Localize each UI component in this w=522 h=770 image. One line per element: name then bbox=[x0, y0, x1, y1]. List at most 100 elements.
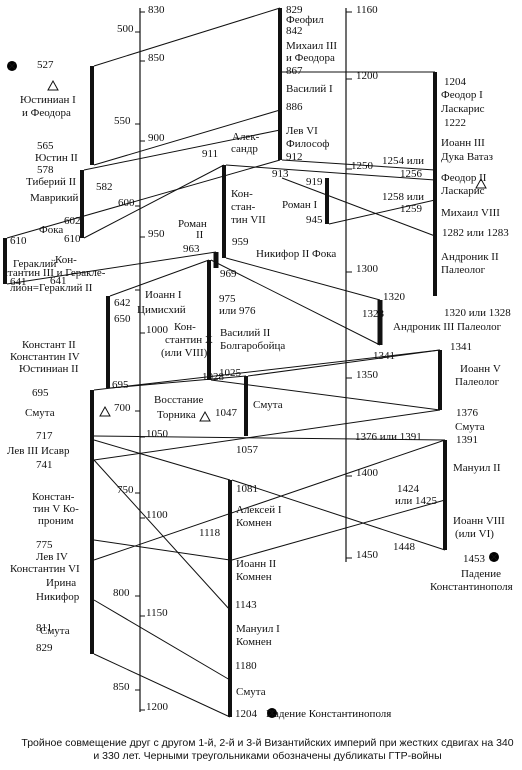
year-label: 919 bbox=[306, 176, 323, 188]
ruler-label: Торника bbox=[157, 409, 196, 421]
ruler-label: Иоанн III bbox=[441, 137, 485, 149]
ruler-label: Тиберий II bbox=[26, 176, 76, 188]
ruler-label: Комнен bbox=[236, 517, 272, 529]
ruler-label: Падение Константинополя bbox=[266, 708, 391, 720]
ruler-label: (или VI) bbox=[455, 528, 494, 540]
year-label: 1391 bbox=[456, 434, 478, 446]
ruler-label: или 976 bbox=[219, 305, 256, 317]
ruler-label: Алексей I bbox=[236, 504, 282, 516]
year-label: или 1425 bbox=[395, 495, 438, 507]
ruler-label: Михаил VIII bbox=[441, 207, 500, 219]
year-label: 775 bbox=[36, 539, 53, 551]
year-label: 527 bbox=[37, 59, 54, 71]
ruler-label: Андроник III Палеолог bbox=[393, 321, 502, 333]
ruler-label: Андроник II bbox=[441, 251, 499, 263]
war-duplicate-markers bbox=[7, 61, 499, 718]
ruler-label: Василий II bbox=[220, 327, 271, 339]
ruler-label: Иоанн V bbox=[460, 363, 501, 375]
year-label: 867 bbox=[286, 65, 303, 77]
year-label: 959 bbox=[232, 236, 249, 248]
year-label: 1258 или bbox=[382, 191, 424, 203]
year-label: 1450 bbox=[356, 549, 379, 561]
year-label: 829 bbox=[36, 642, 53, 654]
ruler-label: Юстиниан II bbox=[19, 363, 79, 375]
year-label: 911 bbox=[202, 148, 218, 160]
ruler-label: Смута bbox=[236, 686, 266, 698]
ruler-label: Комнен bbox=[236, 636, 272, 648]
ruler-label: Константинополя bbox=[430, 581, 513, 593]
ruler-label: лион=Гераклий II bbox=[10, 282, 93, 294]
reign-bars bbox=[3, 8, 447, 717]
ruler-label: Юстин II bbox=[35, 152, 78, 164]
year-label: 975 bbox=[219, 293, 236, 305]
fall-marker-icon bbox=[7, 61, 17, 71]
year-label: 1150 bbox=[146, 607, 168, 619]
year-label: 950 bbox=[148, 228, 165, 240]
ruler-label: и Феодора bbox=[22, 107, 71, 119]
year-label: 750 bbox=[117, 484, 134, 496]
year-label: 741 bbox=[36, 459, 53, 471]
year-label: 850 bbox=[148, 52, 165, 64]
year-label: 830 bbox=[148, 4, 165, 16]
ruler-label: Иоанн II bbox=[236, 558, 277, 570]
ruler-label: Лев III Исавр bbox=[7, 445, 70, 457]
triangle-icon bbox=[199, 410, 211, 422]
year-label: 565 bbox=[37, 140, 54, 152]
ruler-label: проним bbox=[38, 515, 74, 527]
ruler-label: стантин X bbox=[165, 334, 213, 346]
year-label: 1254 или bbox=[382, 155, 424, 167]
ruler-label: Падение bbox=[461, 568, 501, 580]
ruler-label: Юстиниан I bbox=[20, 94, 76, 106]
year-label: 842 bbox=[286, 25, 303, 37]
year-label: 1047 bbox=[215, 407, 238, 419]
ruler-label: Маврикий bbox=[30, 192, 78, 204]
ruler-label: Констант II bbox=[22, 339, 76, 351]
ruler-label: Никифор bbox=[36, 591, 80, 603]
year-label: 850 bbox=[113, 681, 130, 693]
year-label: 1143 bbox=[235, 599, 257, 611]
ruler-label: Смута bbox=[253, 399, 283, 411]
ruler-label: Ласкарис bbox=[441, 103, 485, 115]
year-label: 1328 bbox=[362, 308, 385, 320]
year-label: 912 bbox=[286, 151, 303, 163]
year-label: 500 bbox=[117, 23, 134, 35]
year-label: 1300 bbox=[356, 263, 379, 275]
ruler-label: Михаил III bbox=[286, 40, 337, 52]
fall-marker-icon bbox=[267, 708, 277, 718]
year-label: 1057 bbox=[236, 444, 259, 456]
ruler-label: Василий I bbox=[286, 83, 333, 95]
ruler-label: Роман bbox=[178, 218, 207, 230]
time-axes bbox=[135, 8, 352, 712]
year-label: 610 bbox=[10, 235, 27, 247]
ruler-label: Восстание bbox=[154, 394, 203, 406]
year-label: 717 bbox=[36, 430, 53, 442]
year-label: 1100 bbox=[146, 509, 168, 521]
ruler-label: Лев IV bbox=[36, 551, 68, 563]
year-label: 811 bbox=[36, 622, 52, 634]
ruler-label: Лев VI bbox=[286, 125, 318, 137]
year-label: 1118 bbox=[199, 527, 221, 539]
year-label: 1376 или 1391 bbox=[355, 431, 422, 443]
year-label: 1350 bbox=[356, 369, 379, 381]
triangle-icon bbox=[475, 177, 487, 189]
ruler-label: Ласкарис bbox=[441, 185, 485, 197]
ruler-label: Ирина bbox=[46, 577, 76, 589]
year-label: 1256 bbox=[400, 168, 423, 180]
ruler-label: Смута bbox=[40, 625, 70, 637]
triangle-icon bbox=[99, 405, 111, 417]
ruler-label: и Феодора bbox=[286, 52, 335, 64]
ruler-label: сандр bbox=[231, 143, 258, 155]
ruler-label: (или VIII) bbox=[161, 347, 208, 359]
year-label: 1025 bbox=[219, 367, 242, 379]
triangle-icon bbox=[47, 79, 59, 91]
year-label: 1376 bbox=[456, 407, 479, 419]
year-label: 1282 или 1283 bbox=[442, 227, 509, 239]
ruler-label: Феодор I bbox=[441, 89, 483, 101]
ruler-label: Смута bbox=[25, 407, 55, 419]
year-label: 641 bbox=[10, 276, 27, 288]
year-label: 1250 bbox=[351, 160, 374, 172]
year-label: 1259 bbox=[400, 203, 423, 215]
year-label: 1180 bbox=[235, 660, 257, 672]
